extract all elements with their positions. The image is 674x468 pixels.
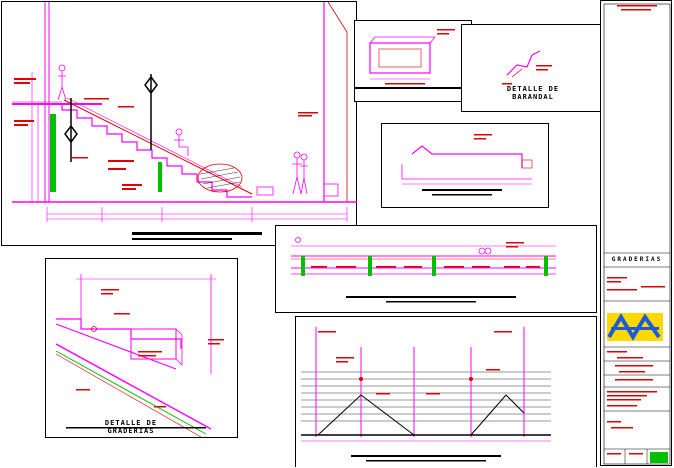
elevation-panel: [1, 1, 357, 246]
mid-detail-drawing: [401, 134, 533, 196]
top-detail-drawing: [355, 29, 473, 89]
mid-detail-panel: [381, 123, 549, 208]
long-elevation-panel: [275, 225, 597, 313]
title-block-heading: GRADERIAS: [611, 256, 663, 263]
top-detail-panel: [354, 20, 473, 102]
university-logo-icon: [607, 313, 663, 341]
graderias-detail-drawing: [55, 274, 224, 438]
elevation-drawing: [12, 2, 357, 240]
person-silhouette-icon: [57, 64, 308, 195]
barandal-caption: DETALLE DE BARANDAL: [506, 85, 560, 101]
graderias-detail-panel: DETALLE DE GRADERIAS: [45, 258, 238, 438]
bottom-section-drawing: [301, 327, 551, 462]
bottom-section-panel: [295, 316, 597, 467]
barandal-detail-drawing: [502, 50, 552, 85]
title-block: GRADERIAS: [600, 0, 672, 466]
graderias-caption: DETALLE DE GRADERIAS: [104, 419, 158, 435]
long-elevation-drawing: [291, 237, 556, 303]
title-block-drawing: [603, 3, 671, 465]
barandal-detail-panel: DETALLE DE BARANDAL: [461, 24, 603, 112]
